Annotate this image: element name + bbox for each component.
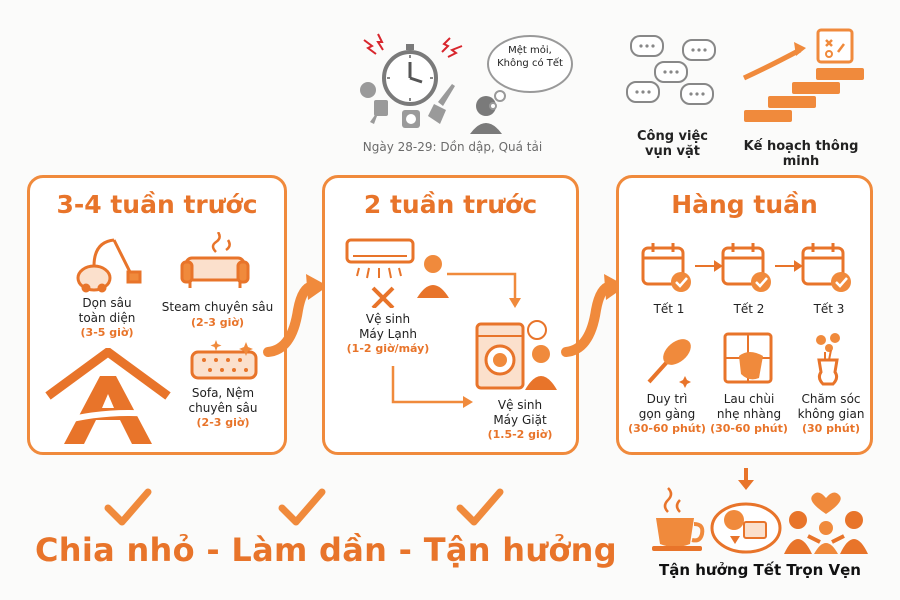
- flow-arrow-1-icon: [263, 274, 328, 357]
- cleaning-tools-icon: [360, 82, 455, 128]
- stage1-item1-duration: (3-5 giờ): [80, 326, 134, 339]
- calendar-check-icon: [641, 243, 691, 292]
- stage3-item1-duration: (30-60 phút): [628, 422, 706, 435]
- stage3-title: Hàng tuần: [671, 190, 818, 219]
- week-2-label: Tết 2: [733, 302, 765, 316]
- house-logo-icon: [45, 348, 171, 444]
- window-cleaning-icon: [723, 332, 773, 384]
- stairs-plan-icon: [742, 28, 864, 122]
- enjoy-tet-label: Tận hưởng Tết Trọn Vẹn: [658, 561, 861, 579]
- stage1-item3-duration: (2-3 giờ): [196, 416, 250, 429]
- checkmark-icon: [456, 488, 504, 526]
- week-1-label: Tết 1: [653, 302, 685, 316]
- flow-arrow-2-icon: [561, 274, 626, 357]
- checkmark-icon: [104, 488, 152, 526]
- week-3-label: Tết 3: [813, 302, 845, 316]
- calendar-check-icon: [721, 243, 771, 292]
- tired-person-icon: [470, 96, 502, 134]
- stage2-item2-duration: (1.5-2 giờ): [487, 428, 553, 441]
- vacuum-icon: [76, 238, 142, 293]
- stage2-connector-arrows: [391, 272, 521, 408]
- washing-machine-icon: [475, 320, 557, 390]
- thought-bubble-icon: [487, 35, 573, 110]
- tagline: Chia nhỏ - Làm dần - Tận hưởng: [35, 531, 617, 569]
- alarm-lightning-icon: [363, 33, 463, 58]
- stage3-item3-duration: (30 phút): [802, 422, 860, 435]
- checkmarks: [104, 488, 504, 526]
- stress-illustration: [360, 33, 573, 134]
- stage1-title: 3-4 tuần trước: [56, 190, 258, 219]
- flower-vase-icon: [816, 333, 840, 386]
- smart-plan-label: Kế hoạch thông minh: [743, 139, 859, 169]
- stress-bubble-text: Mệt mỏi,Không có Tết: [497, 45, 563, 69]
- family-heart-icon: [784, 492, 868, 554]
- stage1-item2-label: Steam chuyên sâu: [161, 300, 274, 314]
- mattress-icon: [190, 340, 258, 380]
- duster-icon: [647, 339, 691, 388]
- stage3-card: Hàng tuần Tết 1 Tết 2 Tết 3: [616, 175, 873, 455]
- enjoy-tet-illustration: [652, 468, 868, 554]
- tet-food-plate-icon: [710, 502, 782, 554]
- weekly-calendars: [641, 243, 851, 292]
- stage1-item2-duration: (2-3 giờ): [191, 316, 244, 329]
- calendar-check-icon: [801, 243, 851, 292]
- stage2-item1-duration: (1-2 giờ/máy): [346, 342, 430, 355]
- checkmark-icon: [278, 488, 326, 526]
- sofa-steam-icon: [180, 232, 250, 288]
- tea-cup-icon: [652, 487, 705, 551]
- stage2-title: 2 tuần trước: [363, 190, 538, 219]
- air-conditioner-icon: [345, 238, 449, 308]
- stage3-item2-duration: (30-60 phút): [710, 422, 788, 435]
- chat-bubbles-icon: [626, 35, 716, 105]
- clock-icon: [382, 44, 438, 106]
- stress-caption: Ngày 28-29: Dồn dập, Quá tải: [362, 140, 543, 154]
